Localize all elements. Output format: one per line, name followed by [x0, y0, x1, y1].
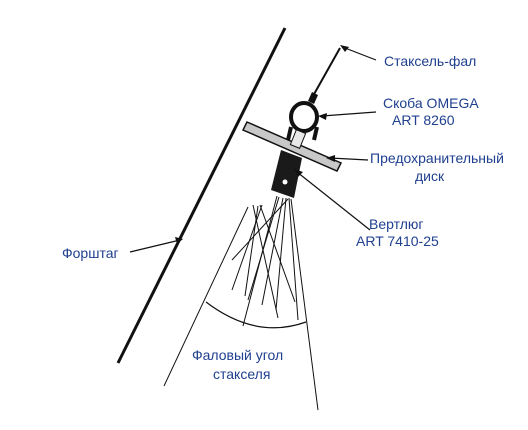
shackle-omega — [289, 101, 319, 133]
sail-lines — [163, 195, 319, 411]
label-disc-line2: диск — [415, 168, 445, 184]
label-halyard: Стаксель-фал — [384, 53, 476, 69]
label-angle-line2: стакселя — [213, 366, 270, 382]
halyard-wire — [312, 47, 341, 97]
label-angle-line1: Фаловый угол — [192, 347, 283, 363]
halyard-tip — [308, 92, 318, 104]
protective-disc — [241, 121, 343, 172]
halyard-angle-arc — [205, 301, 307, 329]
label-shackle-line2: ART 8260 — [392, 112, 455, 128]
label-shackle-line1: Скоба OMEGA — [383, 95, 479, 111]
leader-lines — [129, 47, 377, 253]
swivel-body — [271, 150, 302, 198]
label-disc-line1: Предохранительный — [370, 150, 504, 166]
label-swivel-line2: ART 7410-25 — [356, 233, 439, 249]
label-forestay: Форштаг — [62, 245, 119, 261]
label-swivel-line1: Вертлюг — [369, 216, 423, 232]
forestay-line — [116, 27, 287, 364]
